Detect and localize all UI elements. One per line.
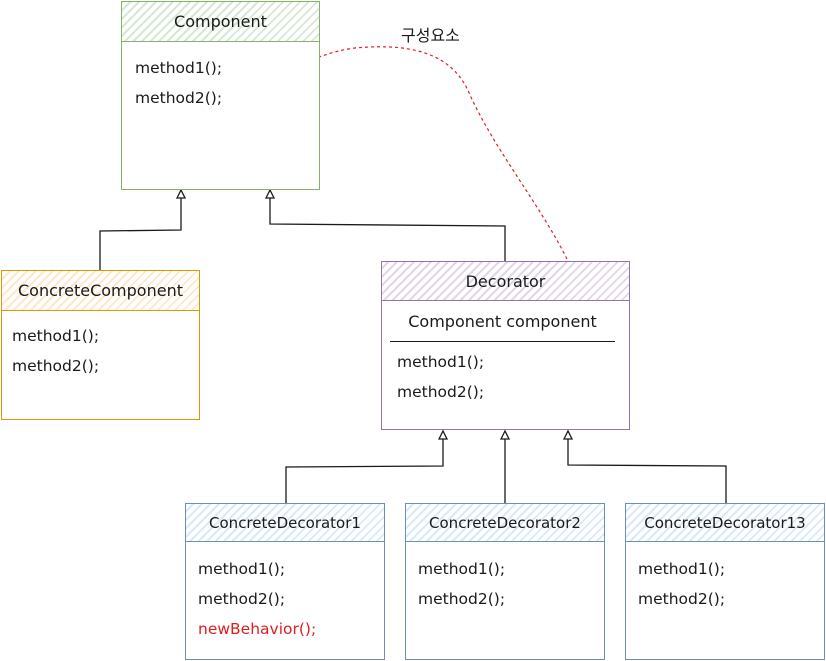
composition-label: 구성요소: [401, 26, 460, 45]
component-method2: method2();: [135, 89, 223, 107]
component-method1: method1();: [135, 59, 223, 77]
concrete-decorator2-method1: method1();: [418, 560, 506, 578]
inheritance-decorator-to-component: [264, 188, 506, 261]
component-class[interactable]: Component method1(); method2();: [121, 1, 320, 190]
concrete-decorator1-class[interactable]: ConcreteDecorator1 method1(); method2();…: [185, 503, 385, 660]
decorator-method2: method2();: [397, 383, 485, 401]
concrete-decorator1-method1: method1();: [198, 560, 286, 578]
concrete-component-method1: method1();: [12, 327, 100, 345]
concrete-decorator1-new-behavior: newBehavior();: [198, 620, 317, 638]
concrete-decorator3-class-name: ConcreteDecorator13: [626, 504, 824, 542]
concrete-decorator2-method2: method2();: [418, 590, 506, 608]
concrete-component-class[interactable]: ConcreteComponent method1(); method2();: [1, 270, 200, 420]
concrete-decorator1-method2: method2();: [198, 590, 286, 608]
concrete-decorator3-class[interactable]: ConcreteDecorator13 method1(); method2()…: [625, 503, 825, 660]
concrete-decorator2-class-name: ConcreteDecorator2: [406, 504, 604, 542]
decorator-field: Component component: [390, 307, 615, 342]
inheritance-concrete-decorator3-to-decorator: [562, 429, 727, 503]
component-class-name: Component: [122, 2, 319, 42]
concrete-component-method2: method2();: [12, 357, 100, 375]
concrete-decorator3-method1: method1();: [638, 560, 726, 578]
inheritance-concrete-decorator2-to-decorator: [499, 429, 511, 503]
concrete-decorator3-method2: method2();: [638, 590, 726, 608]
concrete-decorator1-class-name: ConcreteDecorator1: [186, 504, 384, 542]
inheritance-concrete-decorator1-to-decorator: [285, 429, 449, 503]
decorator-class[interactable]: Decorator Component component method1();…: [381, 261, 630, 430]
concrete-decorator2-class[interactable]: ConcreteDecorator2 method1(); method2();: [405, 503, 605, 660]
decorator-method1: method1();: [397, 353, 485, 371]
decorator-class-name: Decorator: [382, 262, 629, 301]
concrete-component-class-name: ConcreteComponent: [2, 271, 199, 311]
inheritance-concrete-component-to-component: [99, 188, 187, 270]
